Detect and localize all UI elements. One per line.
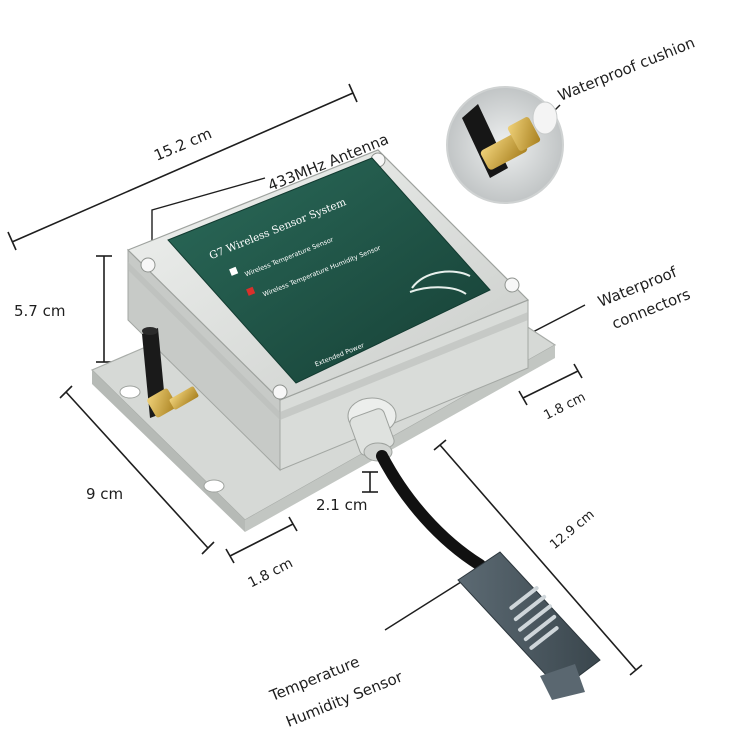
inset-zoom — [446, 86, 564, 204]
humidity-probe — [457, 551, 601, 700]
sensor-cable — [376, 450, 486, 571]
antenna — [142, 327, 199, 418]
dimension-connector-offset: 2.1 cm — [316, 496, 368, 514]
enclosure — [90, 149, 557, 532]
indicator-red — [246, 286, 256, 296]
dimension-depth: 9 cm — [86, 485, 124, 503]
front-panel — [167, 157, 491, 384]
dimension-height: 5.7 cm — [14, 302, 66, 320]
indicator-white — [229, 266, 239, 276]
waterproof-connector — [347, 397, 397, 462]
dimension-lines — [7, 83, 643, 676]
brand-logo — [409, 270, 471, 295]
